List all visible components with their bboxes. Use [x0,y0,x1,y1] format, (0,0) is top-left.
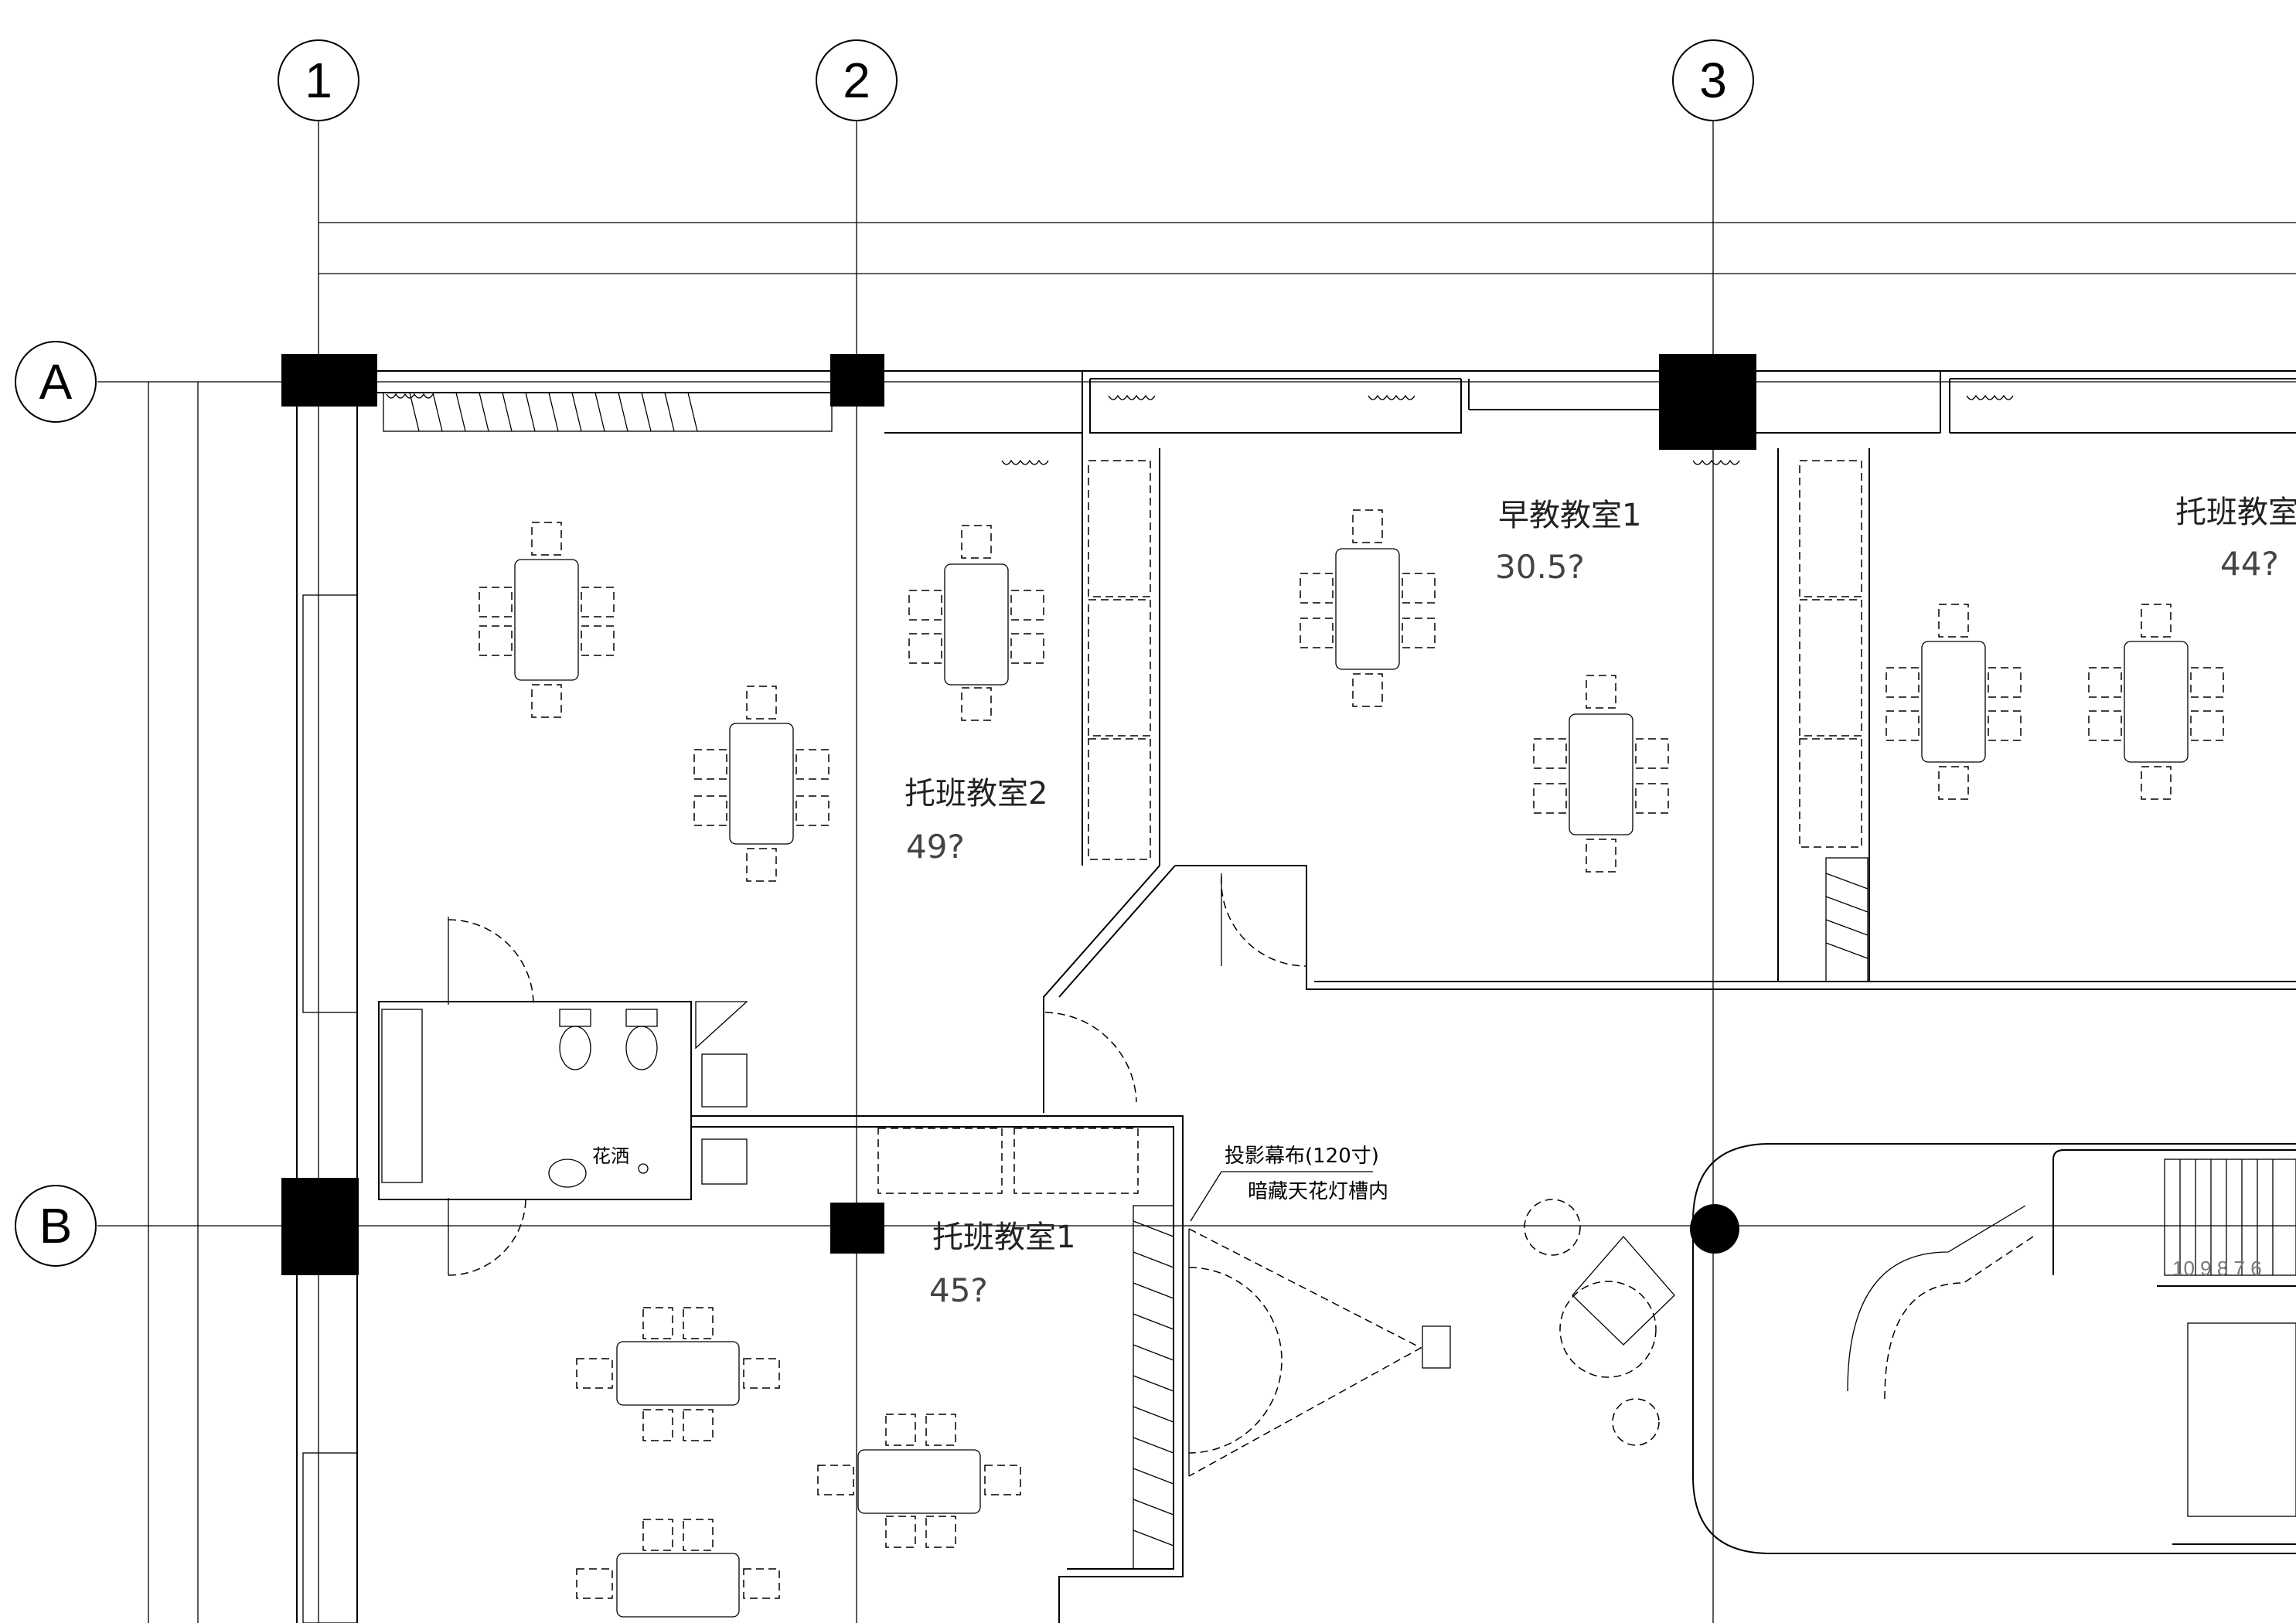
table-room1-c [576,1519,780,1618]
furniture-tables [479,509,2224,1618]
projector-note-line2: 暗藏天花灯槽内 [1248,1180,1388,1203]
grid-lines [97,114,2296,1623]
stair-area: 10 9 8 7 6 [1524,1149,2296,1545]
grid-label: 2 [843,53,870,108]
cabinets [877,460,1868,1570]
room-label-zaojiao-1: 早教教室1 30.5? [1495,498,1641,586]
room-name: 早教教室1 [1498,498,1641,533]
projector-note: 投影幕布(120寸) 暗藏天花灯槽内 [1190,1145,1388,1222]
grid-bubble-col-1: 1 [278,39,359,121]
grid-label: B [39,1198,73,1254]
grid-bubble-col-2: 2 [816,39,898,121]
room-area: 45? [929,1271,988,1309]
grid-bubble-row-a: A [15,341,97,423]
grid-bubble-col-3: 3 [1672,39,1754,121]
table-room2-b [693,686,829,882]
stair-numbers: 10 9 8 7 6 [2172,1257,2262,1280]
room-name: 托班教室3 [2175,495,2296,530]
walls [296,370,2296,1623]
grid-label: A [39,354,73,410]
grid-label: 3 [1699,53,1727,108]
shower-label: 花洒 [592,1145,629,1167]
table-room3-a [1886,604,2022,800]
grid-bubble-row-b: B [15,1185,97,1267]
table-early-a [1300,509,1436,707]
grid-label: 1 [305,53,332,108]
room-area: 44? [2220,545,2279,583]
table-room2-a [479,522,615,718]
table-room2-c [908,525,1044,721]
table-room1-a [576,1307,780,1441]
room-name: 托班教室1 [932,1220,1075,1255]
bathroom-fixtures [381,1001,748,1188]
curtains [383,392,2014,465]
table-room3-b [2088,604,2224,800]
structural-columns [281,354,1756,1275]
room-label-tuoban-3: 托班教室3 44? [2175,495,2296,583]
doors [448,873,1451,1477]
room-area: 49? [906,828,965,866]
room-area: 30.5? [1495,548,1585,586]
room-name: 托班教室2 [904,776,1048,812]
table-room1-b [817,1414,1021,1548]
room-label-tuoban-2: 托班教室2 49? [904,776,1048,866]
projector-note-line1: 投影幕布(120寸) [1225,1145,1379,1168]
room-label-tuoban-1: 托班教室1 45? [929,1220,1075,1309]
table-early-b [1533,675,1669,873]
